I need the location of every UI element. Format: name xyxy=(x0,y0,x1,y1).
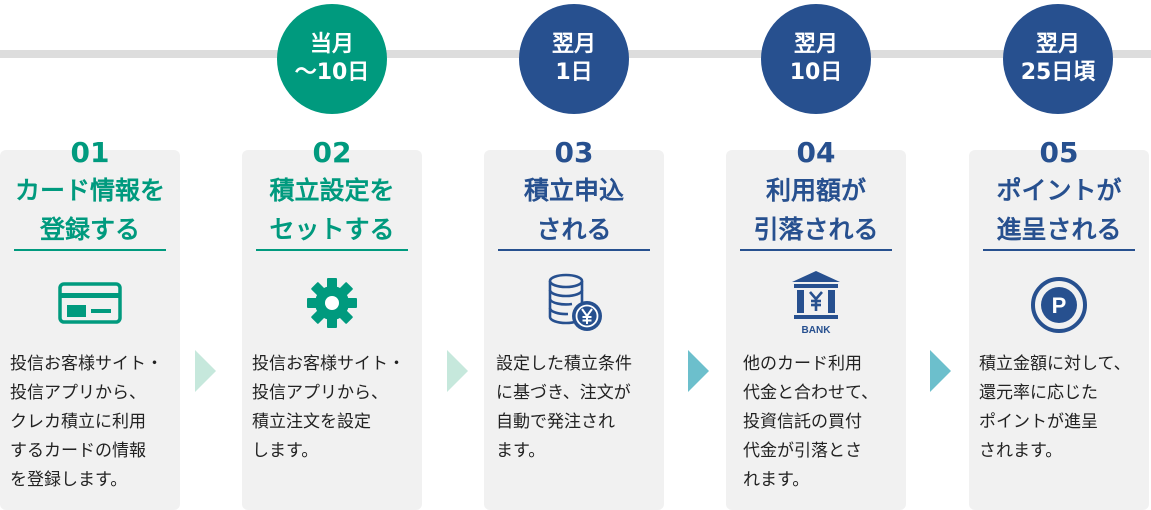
step-card-2 xyxy=(242,150,422,510)
title-underline xyxy=(498,249,650,251)
timing-label: 翌月 xyxy=(793,32,838,57)
step-title: 進呈される xyxy=(996,215,1122,244)
chevron-right-icon xyxy=(930,350,951,392)
desc-line: を登録します。 xyxy=(10,470,128,490)
desc-line: 代金が引落とさ xyxy=(743,441,862,461)
step-number: 05 xyxy=(1039,136,1079,169)
desc-line: ます。 xyxy=(496,441,546,461)
desc-line: します。 xyxy=(252,441,319,461)
step-card-4 xyxy=(726,150,906,510)
desc-line: ポイントが進呈 xyxy=(979,412,1098,432)
timing-circle-3: 翌月 10日 xyxy=(761,4,871,114)
timing-label: 1日 xyxy=(555,60,593,85)
step-title: カード情報を xyxy=(14,176,165,205)
bank-label: BANK xyxy=(802,325,832,336)
step-description: 投信お客様サイト・ 投信アプリから、 クレカ積立に利用 するカードの情報 を登録… xyxy=(10,350,163,495)
desc-line: れます。 xyxy=(743,470,810,490)
step-description: 設定した積立条件 に基づき、注文が 自動で発注され ます。 xyxy=(496,350,632,466)
desc-line: されます。 xyxy=(979,441,1063,461)
step-number: 03 xyxy=(554,136,594,169)
bank-icon: BANK xyxy=(792,271,840,336)
chevron-right-icon xyxy=(447,350,468,392)
title-underline xyxy=(14,249,166,251)
title-underline xyxy=(740,249,892,251)
chevron-right-icon xyxy=(195,350,216,392)
desc-line: 投資信託の買付 xyxy=(743,412,862,432)
timing-label: 〜10日 xyxy=(294,60,370,85)
timing-label: 当月 xyxy=(309,32,354,57)
chevron-right-icon xyxy=(688,350,709,392)
timing-circle-2: 翌月 1日 xyxy=(519,4,629,114)
step-description: 投信お客様サイト・ 投信アプリから、 積立注文を設定 します。 xyxy=(252,350,405,466)
desc-line: 積立注文を設定 xyxy=(252,412,371,432)
desc-line: 還元率に応じた xyxy=(979,383,1098,403)
point-coin-icon: P xyxy=(1031,277,1087,333)
timing-label: 25日頃 xyxy=(1020,60,1096,85)
desc-line: 設定した積立条件 xyxy=(496,354,632,374)
timing-label: 10日 xyxy=(789,60,843,85)
step-title: される xyxy=(536,215,612,244)
step-number: 01 xyxy=(70,136,110,169)
step-number: 04 xyxy=(796,136,836,169)
desc-line: 積立金額に対して、 xyxy=(979,354,1131,374)
step-description: 他のカード利用 代金と合わせて、 投資信託の買付 代金が引落とさ れます。 xyxy=(743,350,878,495)
desc-line: に基づき、注文が xyxy=(496,383,631,403)
point-label: P xyxy=(1052,293,1067,318)
timing-circle-4: 翌月 25日頃 xyxy=(1003,4,1113,114)
step-number: 02 xyxy=(312,136,352,169)
credit-card-icon xyxy=(58,282,122,324)
step-title: セットする xyxy=(269,215,395,244)
step-title: 引落される xyxy=(753,215,879,244)
step-description: 積立金額に対して、 還元率に応じた ポイントが進呈 されます。 xyxy=(979,350,1131,466)
gear-icon xyxy=(307,278,357,328)
step-card-3 xyxy=(484,150,664,510)
step-title: ポイントが xyxy=(996,176,1122,205)
coins-yen-icon xyxy=(548,273,602,331)
timing-label: 翌月 xyxy=(1035,32,1080,57)
step-title: 利用額が xyxy=(765,176,866,205)
title-underline xyxy=(983,249,1135,251)
desc-line: 投信お客様サイト・ xyxy=(10,354,163,374)
step-card-1 xyxy=(0,150,180,510)
desc-line: 自動で発注され xyxy=(496,412,615,432)
desc-line: 投信お客様サイト・ xyxy=(252,354,405,374)
step-title: 積立申込 xyxy=(523,176,624,205)
timing-label: 翌月 xyxy=(551,32,596,57)
desc-line: するカードの情報 xyxy=(10,441,146,461)
title-underline xyxy=(256,249,408,251)
desc-line: 代金と合わせて、 xyxy=(743,383,879,403)
timing-circle-1: 当月 〜10日 xyxy=(277,4,387,114)
step-title: 積立設定を xyxy=(269,176,395,205)
desc-line: 他のカード利用 xyxy=(743,354,862,374)
desc-line: 投信アプリから、 xyxy=(10,383,146,403)
desc-line: 投信アプリから、 xyxy=(252,383,388,403)
desc-line: クレカ積立に利用 xyxy=(10,412,146,432)
step-title: 登録する xyxy=(39,215,140,244)
